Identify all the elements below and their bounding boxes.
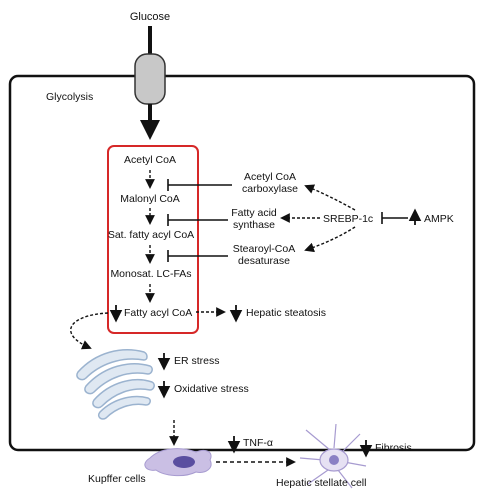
srebp-to-acc-arrow xyxy=(304,184,356,211)
srebp-1c-label: SREBP-1c xyxy=(323,213,373,225)
stellate-cell-icon xyxy=(299,423,367,489)
fas-label-line2: synthase xyxy=(233,219,275,231)
fas-label-line1: Fatty acid xyxy=(231,207,277,219)
tnf-alpha-label: TNF-α xyxy=(243,437,273,449)
hepatocyte-outline xyxy=(8,74,476,452)
scd-label-line1: Stearoyl-CoA xyxy=(233,243,295,255)
malonyl-coa-label: Malonyl CoA xyxy=(120,193,180,205)
sat-fatty-acyl-coa-label: Sat. fatty acyl CoA xyxy=(108,229,194,241)
kupffer-cells-label: Kupffer cells xyxy=(88,473,146,485)
monosat-lc-fas-label: Monosat. LC-FAs xyxy=(110,268,191,280)
glucose-transporter xyxy=(134,53,166,105)
fatty-acyl-to-er-arrow xyxy=(70,312,109,350)
scd-label-line2: desaturase xyxy=(238,255,290,267)
hepatic-steatosis-label: Hepatic steatosis xyxy=(246,307,326,319)
oxidative-stress-label: Oxidative stress xyxy=(174,383,249,395)
fatty-acyl-coa-label: Fatty acyl CoA xyxy=(124,307,192,319)
lipogenesis-pathway-box xyxy=(107,145,199,334)
kupffer-cell-icon xyxy=(144,448,212,477)
acetyl-coa-label: Acetyl CoA xyxy=(124,154,176,166)
fibrosis-label: Fibrosis xyxy=(375,442,412,454)
srebp-to-scd-arrow xyxy=(304,226,356,253)
endoplasmic-reticulum-icon xyxy=(76,349,155,420)
glucose-label: Glucose xyxy=(130,11,170,23)
acc-label-line1: Acetyl CoA xyxy=(244,171,296,183)
acc-label-line2: carboxylase xyxy=(242,183,298,195)
er-stress-label: ER stress xyxy=(174,355,220,367)
stellate-cell-label: Hepatic stellate cell xyxy=(276,477,366,489)
ampk-label: AMPK xyxy=(424,213,454,225)
glycolysis-label: Glycolysis xyxy=(46,91,93,103)
